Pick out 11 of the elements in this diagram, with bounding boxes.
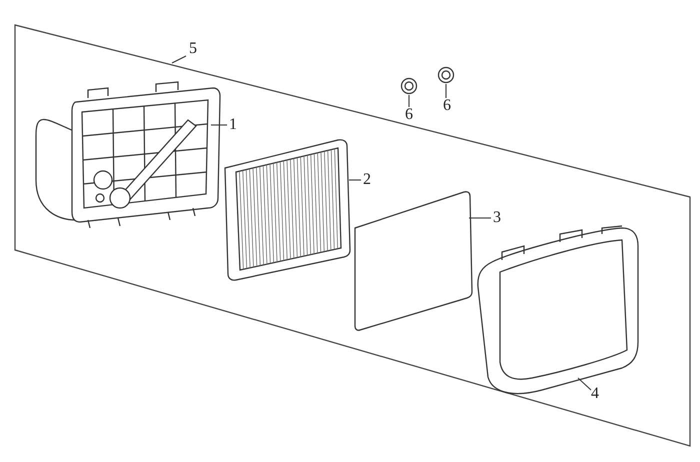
leader-line — [172, 56, 186, 64]
callout-number: 4 — [589, 385, 601, 403]
callout-number: 6 — [403, 106, 415, 124]
callout-number: 5 — [186, 40, 200, 58]
callout-number: 1 — [227, 116, 239, 134]
callout-number: 6 — [441, 97, 453, 115]
leader-line — [210, 124, 228, 126]
leader-line — [578, 378, 592, 390]
callout-number: 2 — [361, 171, 373, 189]
callout-number: 3 — [491, 209, 503, 227]
leader-line — [408, 94, 410, 108]
